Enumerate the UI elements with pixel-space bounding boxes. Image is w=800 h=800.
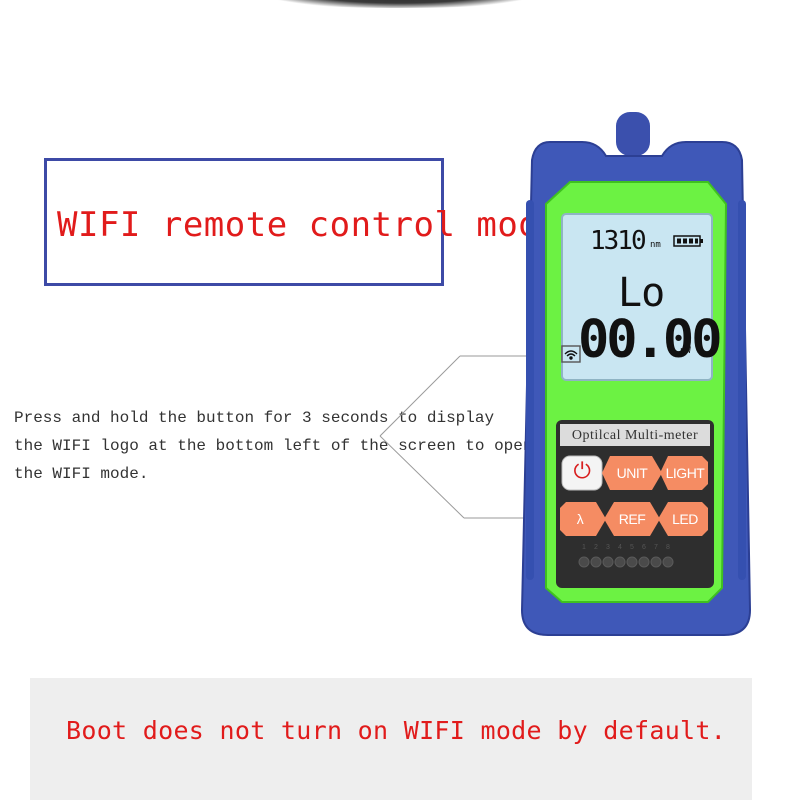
led-number: 6 <box>642 544 646 551</box>
led-number: 5 <box>630 544 634 551</box>
led-button-label: LED <box>672 511 698 527</box>
top-decorative-shadow <box>255 0 545 8</box>
light-button[interactable] <box>660 456 708 490</box>
led-number: 1 <box>582 544 586 551</box>
power-reading: 00.00 <box>578 310 723 370</box>
instruction-line: the WIFI mode. <box>14 465 149 483</box>
unit-button-label: UNIT <box>616 465 648 481</box>
brand-strip <box>560 424 710 446</box>
fiber-connector <box>616 112 650 156</box>
title-text: WIFI remote control mode <box>57 205 561 245</box>
led-number-labels: 1 2 3 4 5 6 7 8 <box>578 544 674 551</box>
lambda-button-label: λ <box>576 511 584 527</box>
reading-unit: nW <box>680 346 691 356</box>
power-icon: ⏻ <box>573 458 591 483</box>
led-number: 4 <box>618 544 622 551</box>
unit-button[interactable] <box>602 456 662 490</box>
lambda-button[interactable] <box>560 502 606 536</box>
instruction-text: Press and hold the button for 3 seconds … <box>14 404 534 488</box>
led-number: 2 <box>594 544 598 551</box>
instruction-line: the WIFI logo at the bottom left of the … <box>14 437 533 455</box>
led-number: 3 <box>606 544 610 551</box>
lcd-screen <box>561 213 713 381</box>
bottom-note-text: Boot does not turn on WIFI mode by defau… <box>66 716 727 745</box>
mode-readout: Lo <box>618 270 665 316</box>
side-grips <box>526 200 746 580</box>
ref-button[interactable] <box>604 502 660 536</box>
device-brand-label: Optilcal Multi-meter <box>571 428 699 443</box>
led-indicators <box>578 556 674 568</box>
wavelength-readout: 1310 <box>590 226 647 256</box>
wifi-icon <box>561 345 581 363</box>
ref-button-label: REF <box>618 511 646 527</box>
led-number: 7 <box>654 544 658 551</box>
led-button[interactable] <box>658 502 708 536</box>
wavelength-unit: nm <box>650 240 661 250</box>
bottom-note-banner: Boot does not turn on WIFI mode by defau… <box>30 678 752 800</box>
led-number: 8 <box>666 544 670 551</box>
battery-icon <box>673 235 703 247</box>
instruction-line: Press and hold the button for 3 seconds … <box>14 409 495 427</box>
light-button-label: LIGHT <box>665 465 705 481</box>
title-frame: WIFI remote control mode <box>44 158 560 286</box>
